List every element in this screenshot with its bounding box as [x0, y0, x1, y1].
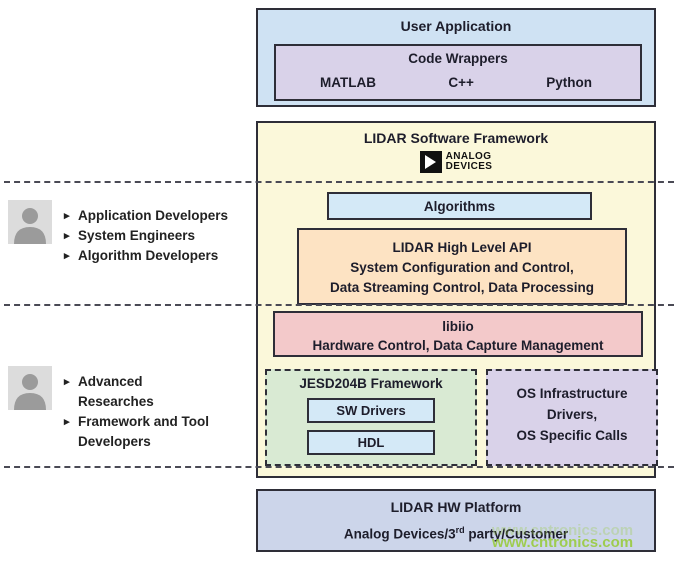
analog-devices-logo: ANALOG DEVICES — [258, 151, 654, 173]
persona-group-app-developers: ▸ Application Developers ▸ System Engine… — [8, 200, 234, 266]
sw-drivers-box: SW Drivers — [307, 398, 435, 423]
person-icon — [8, 366, 52, 410]
persona-item-label: Algorithm Developers — [78, 248, 219, 263]
person-icon — [8, 200, 52, 244]
hdl-label: HDL — [357, 435, 385, 450]
algorithms-box: Algorithms — [327, 192, 592, 220]
code-wrappers-items: MATLAB C++ Python — [276, 66, 640, 90]
bullet-icon: ▸ — [64, 230, 70, 242]
section-divider-top — [4, 181, 674, 183]
libiio-subtitle: Hardware Control, Data Capture Managemen… — [312, 338, 604, 353]
persona-item: ▸ System Engineers — [64, 226, 234, 246]
analog-devices-logo-text: ANALOG DEVICES — [446, 152, 493, 172]
code-wrappers-box: Code Wrappers MATLAB C++ Python — [274, 44, 642, 101]
adi-text-line2: DEVICES — [445, 161, 493, 172]
lidar-hw-platform-box: LIDAR HW Platform Analog Devices/3rd par… — [256, 489, 656, 552]
code-wrapper-cpp: C++ — [448, 75, 474, 90]
persona-item-label: Framework and Tool Developers — [78, 414, 210, 449]
persona-list: ▸ Application Developers ▸ System Engine… — [64, 200, 234, 266]
bullet-icon: ▸ — [64, 250, 70, 262]
bullet-icon: ▸ — [64, 416, 70, 428]
hw-platform-subtitle: Analog Devices/3rd party/Customer — [258, 525, 654, 542]
os-line3: OS Specific Calls — [516, 428, 628, 443]
user-application-box: User Application Code Wrappers MATLAB C+… — [256, 8, 656, 107]
section-divider-middle — [4, 304, 674, 306]
hw-subtitle-post: party/Customer — [464, 526, 569, 542]
jesd-title: JESD204B Framework — [299, 376, 443, 391]
os-line1: OS Infrastructure — [516, 386, 628, 401]
persona-item-label: System Engineers — [78, 228, 196, 243]
section-divider-bottom — [4, 466, 674, 468]
api-title: LIDAR High Level API — [392, 240, 532, 255]
watermark-text: www.cntronics.com — [492, 534, 634, 551]
watermark-text: www.cntronics.com — [492, 522, 634, 539]
jesd204b-framework-box: JESD204B Framework SW Drivers HDL — [265, 369, 477, 466]
persona-item: ▸ Algorithm Developers — [64, 246, 234, 266]
code-wrapper-matlab: MATLAB — [320, 75, 376, 90]
os-infrastructure-box: OS Infrastructure Drivers, OS Specific C… — [486, 369, 658, 466]
api-line2: System Configuration and Control, — [350, 260, 574, 275]
persona-item-label: Advanced Researches — [78, 374, 154, 409]
user-application-title: User Application — [400, 18, 512, 34]
libiio-title: libiio — [442, 319, 474, 334]
persona-item: ▸ Application Developers — [64, 206, 234, 226]
hw-platform-title: LIDAR HW Platform — [390, 499, 522, 515]
persona-item: ▸ Framework and Tool Developers — [64, 412, 214, 452]
persona-item: ▸ Advanced Researches — [64, 372, 214, 412]
analog-devices-logo-icon — [419, 151, 442, 173]
persona-item-label: Application Developers — [78, 208, 229, 223]
os-line2: Drivers, — [546, 407, 598, 422]
code-wrapper-python: Python — [546, 75, 592, 90]
high-level-api-box: LIDAR High Level API System Configuratio… — [297, 228, 627, 305]
hdl-box: HDL — [307, 430, 435, 455]
framework-title: LIDAR Software Framework — [363, 130, 549, 146]
persona-group-advanced-researchers: ▸ Advanced Researches ▸ Framework and To… — [8, 366, 214, 452]
hw-subtitle-sup: rd — [455, 525, 465, 535]
code-wrappers-title: Code Wrappers — [408, 51, 508, 66]
bullet-icon: ▸ — [64, 210, 70, 222]
bullet-icon: ▸ — [64, 376, 70, 388]
persona-list: ▸ Advanced Researches ▸ Framework and To… — [64, 366, 214, 452]
sw-drivers-label: SW Drivers — [336, 403, 406, 418]
lidar-software-framework-box: LIDAR Software Framework ANALOG DEVICES … — [256, 121, 658, 478]
algorithms-label: Algorithms — [423, 198, 496, 214]
libiio-box: libiio Hardware Control, Data Capture Ma… — [273, 311, 643, 357]
adi-text-line1: ANALOG — [445, 151, 492, 162]
api-line3: Data Streaming Control, Data Processing — [329, 280, 595, 295]
hw-subtitle-pre: Analog Devices/3 — [343, 526, 456, 542]
